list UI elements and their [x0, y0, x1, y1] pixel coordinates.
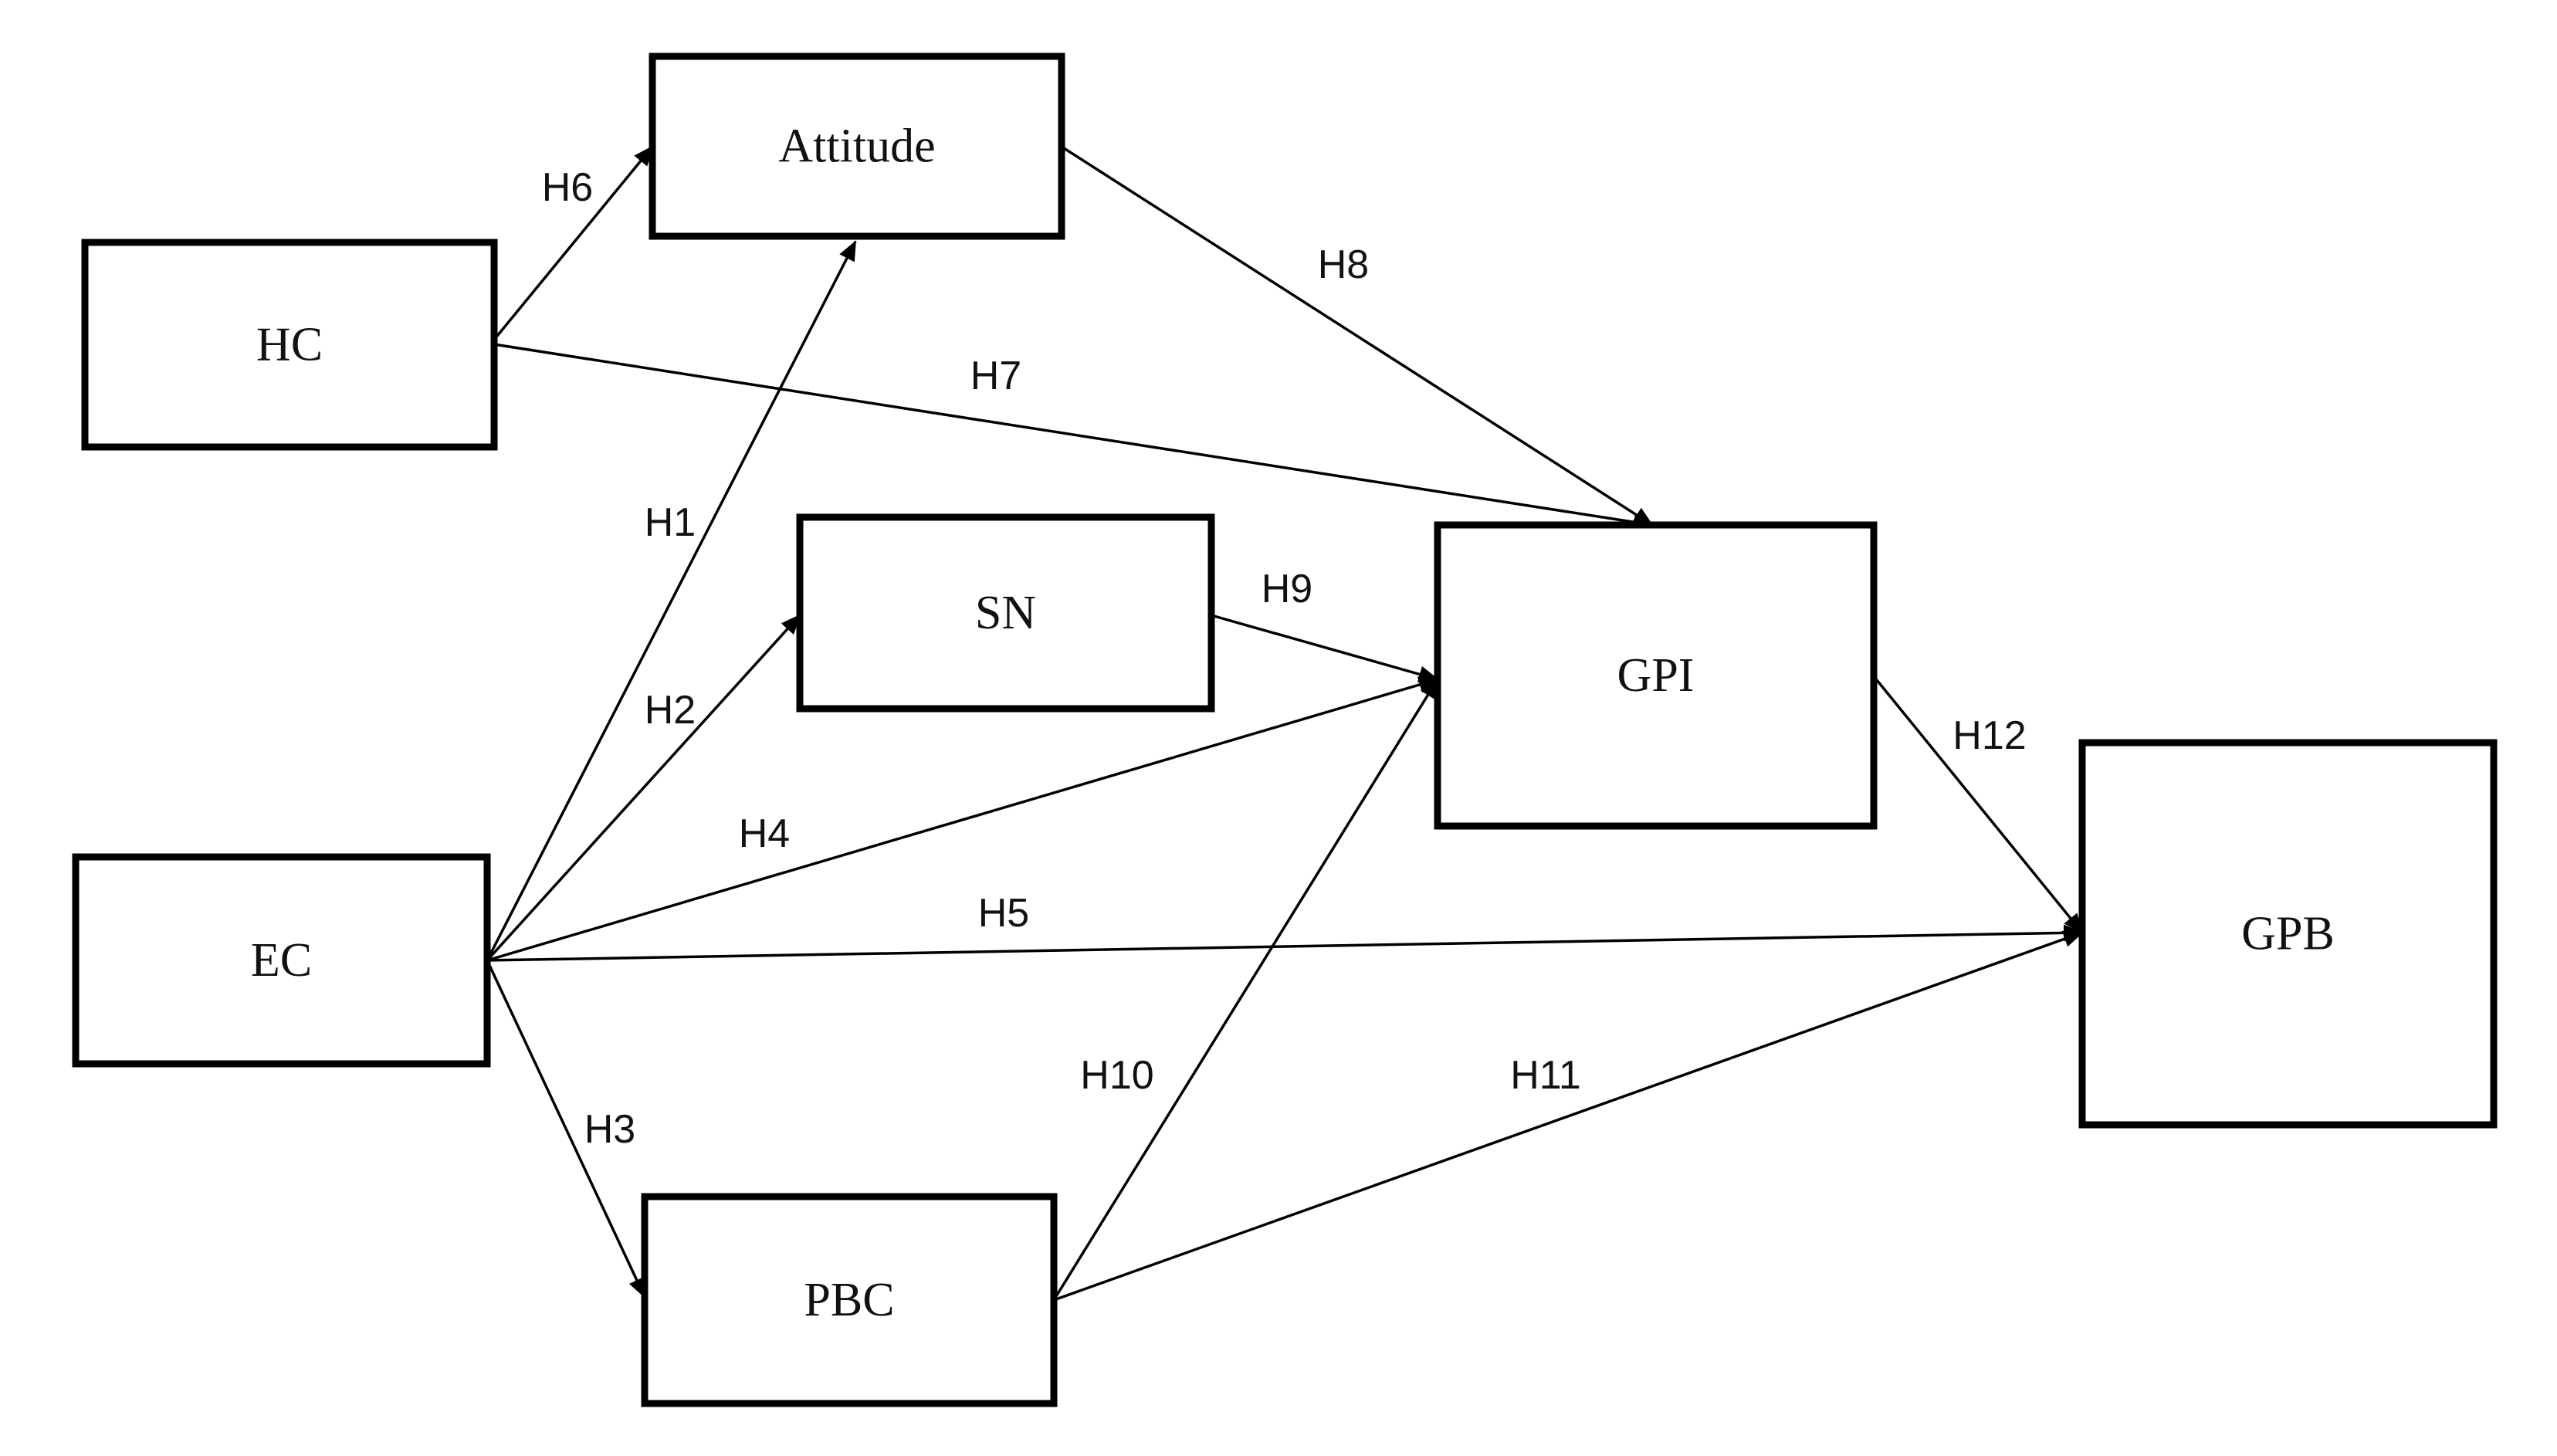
- node-attitude-label: Attitude: [778, 120, 935, 173]
- node-pbc-box: [641, 1193, 1058, 1407]
- edge-h4-label: H4: [739, 811, 790, 856]
- edge-h1-arrow: [486, 240, 857, 961]
- node-pbc-label: PBC: [804, 1274, 894, 1326]
- node-sn-box: [796, 513, 1215, 713]
- edge-h9-arrow: [1211, 614, 1439, 683]
- edge-h12-label: H12: [1952, 713, 2026, 758]
- edge-h7-arrow: [493, 343, 1654, 531]
- node-pbc: PBC: [641, 1193, 1058, 1407]
- node-gpi-box: [1434, 521, 1878, 830]
- edge-h5-label: H5: [978, 891, 1029, 936]
- edge-h8-arrow: [1061, 145, 1654, 527]
- node-hc: HC: [81, 239, 498, 451]
- edges-layer: [486, 145, 2084, 1302]
- edge-h6-label: H6: [542, 165, 593, 210]
- node-sn-label: SN: [975, 587, 1036, 639]
- edge-h12-arrow: [1872, 675, 2084, 934]
- edge-h8-label: H8: [1318, 242, 1369, 287]
- node-ec-box: [72, 853, 491, 1068]
- node-attitude: Attitude: [649, 52, 1065, 240]
- node-sn: SN: [796, 513, 1215, 713]
- edge-h11-arrow: [1053, 930, 2084, 1302]
- node-attitude-box: [649, 52, 1065, 240]
- edge-h2-arrow: [486, 614, 801, 962]
- edge-h6-arrow: [493, 145, 654, 341]
- node-ec-label: EC: [251, 934, 312, 987]
- node-gpb: GPB: [2078, 739, 2498, 1129]
- edge-h7-label: H7: [970, 354, 1021, 398]
- edge-h2-label: H2: [645, 688, 696, 733]
- edge-h5-arrow: [486, 924, 2084, 962]
- node-gpi: GPI: [1434, 521, 1878, 830]
- edge-h3-label: H3: [584, 1107, 635, 1152]
- edge-h9-label: H9: [1262, 567, 1312, 611]
- node-hc-label: HC: [256, 319, 323, 371]
- node-gpb-box: [2078, 739, 2498, 1129]
- edge-h4-arrow: [486, 676, 1439, 962]
- edge-h11-label: H11: [1510, 1053, 1581, 1098]
- edge-h1-label: H1: [645, 500, 696, 545]
- node-ec: EC: [72, 853, 491, 1068]
- edge-h3-arrow: [486, 960, 646, 1299]
- edge-h10-label: H10: [1080, 1053, 1153, 1098]
- node-gpb-label: GPB: [2241, 908, 2335, 960]
- node-gpi-label: GPI: [1617, 649, 1695, 702]
- node-hc-box: [81, 239, 498, 451]
- edge-h10-arrow: [1052, 678, 1439, 1301]
